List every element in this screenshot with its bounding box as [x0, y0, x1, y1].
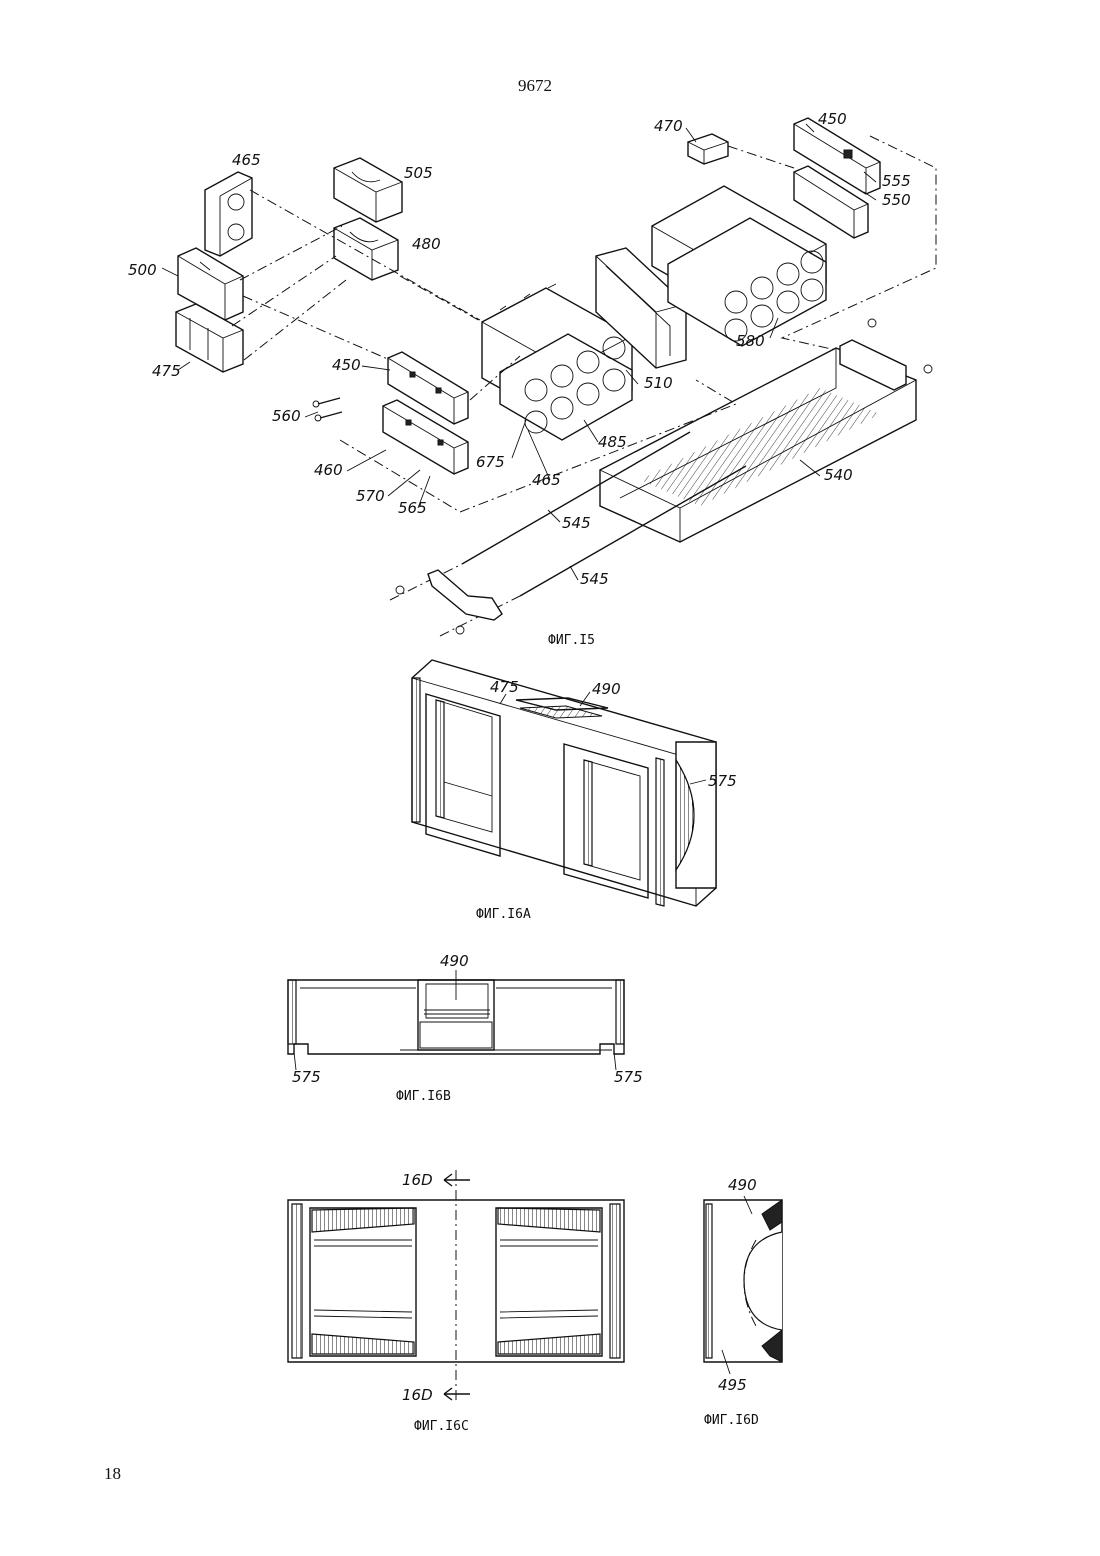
- figure-16a-spacer-perspective: 475 490 575 ФИГ.I6A: [412, 660, 737, 922]
- label-460: 460: [314, 461, 343, 479]
- figure-16c-spacer-top: 16D 16D ФИГ.I6C: [288, 1170, 624, 1434]
- label-550: 550: [882, 191, 911, 209]
- part-560-screws: [313, 398, 342, 421]
- caption-fig-16a: ФИГ.I6A: [476, 907, 531, 922]
- figure-15-exploded-assembly: 465 505 480 500 475 450 560 460 570 565 …: [128, 110, 936, 648]
- label-575-left: 575: [292, 1068, 321, 1086]
- label-555: 555: [882, 172, 911, 190]
- label-580: 580: [736, 332, 765, 350]
- part-480-clip: [334, 218, 398, 280]
- end-plate: [396, 570, 502, 634]
- label-565: 565: [398, 499, 427, 517]
- label-570: 570: [356, 487, 385, 505]
- label-480: 480: [412, 235, 441, 253]
- section-marker-16d-bottom: 16D: [402, 1386, 433, 1404]
- figure-16d-spacer-section: 490 495 ФИГ.I6D: [704, 1176, 782, 1428]
- label-560: 560: [272, 407, 301, 425]
- label-475: 475: [490, 678, 519, 696]
- label-675: 675: [476, 453, 505, 471]
- label-540: 540: [824, 466, 853, 484]
- label-470: 470: [654, 117, 683, 135]
- tray-540: [600, 340, 916, 542]
- label-485: 485: [598, 433, 627, 451]
- label-490: 490: [592, 680, 621, 698]
- part-465-end-cap: [205, 172, 252, 256]
- label-465-top: 465: [232, 151, 261, 169]
- label-505: 505: [404, 164, 433, 182]
- label-495: 495: [718, 1376, 747, 1394]
- label-545-upper: 545: [562, 514, 591, 532]
- caption-fig-16b: ФИГ.I6B: [396, 1089, 451, 1104]
- label-575: 575: [708, 772, 737, 790]
- label-510: 510: [644, 374, 673, 392]
- caption-fig-16c: ФИГ.I6C: [414, 1419, 469, 1434]
- caption-fig-15: ФИГ.I5: [548, 633, 595, 648]
- label-500: 500: [128, 261, 157, 279]
- section-marker-16d-top: 16D: [402, 1171, 433, 1189]
- label-475: 475: [152, 362, 181, 380]
- label-465-mid: 465: [532, 471, 561, 489]
- part-505-clip: [334, 158, 402, 222]
- label-575-right: 575: [614, 1068, 643, 1086]
- label-490: 490: [440, 952, 469, 970]
- label-490: 490: [728, 1176, 757, 1194]
- caption-fig-16d: ФИГ.I6D: [704, 1413, 759, 1428]
- figure-16b-spacer-side: 490 575 575 ФИГ.I6B: [288, 952, 643, 1104]
- spacer-end-notch-575: [676, 742, 716, 888]
- label-450-left: 450: [332, 356, 361, 374]
- label-450-right: 450: [818, 110, 847, 128]
- label-545-lower: 545: [580, 570, 609, 588]
